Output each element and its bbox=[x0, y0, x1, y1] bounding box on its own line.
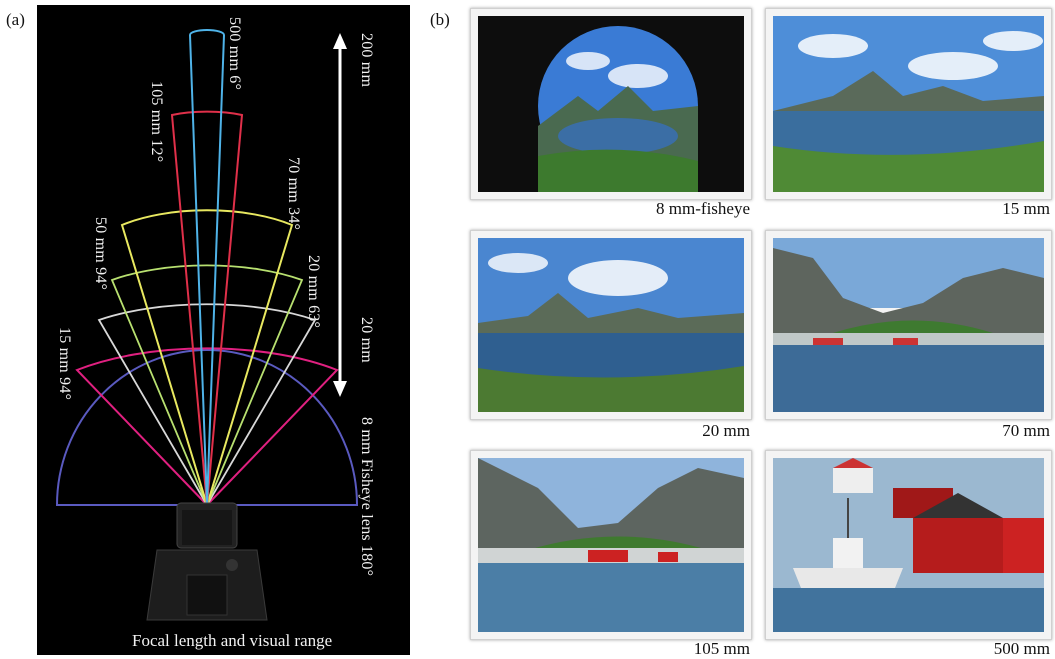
fov-15mm bbox=[75, 347, 339, 507]
photo-15mm bbox=[765, 8, 1052, 200]
caption-70mm: 70 mm bbox=[1002, 421, 1050, 440]
caption-15mm: 15 mm bbox=[1002, 199, 1050, 218]
caption-500mm: 500 mm bbox=[993, 639, 1050, 658]
panel-b-label: (b) bbox=[430, 10, 450, 29]
arrow-down-icon bbox=[333, 381, 347, 397]
caption-8mm-fisheye: 8 mm-fisheye bbox=[656, 199, 750, 218]
label-50mm: 50 mm 94° bbox=[92, 217, 109, 291]
photo-500mm bbox=[765, 450, 1052, 640]
label-500mm: 500 mm 6° bbox=[226, 17, 243, 91]
label-8mm-fisheye: 8 mm Fisheye lens 180° bbox=[358, 417, 375, 577]
caption-105mm: 105 mm bbox=[693, 639, 750, 658]
photo-70mm bbox=[765, 230, 1052, 420]
focal-length-diagram: 500 mm 6° 105 mm 12° 70 mm 34° 50 mm 94°… bbox=[37, 5, 410, 655]
panel-a-label: (a) bbox=[6, 10, 25, 29]
photo-105mm bbox=[470, 450, 752, 640]
photo-8mm-fisheye bbox=[470, 8, 752, 200]
label-105mm: 105 mm 12° bbox=[148, 81, 165, 163]
fov-500mm bbox=[188, 29, 226, 506]
fov-50mm bbox=[110, 264, 304, 508]
arrow-up-icon bbox=[333, 33, 347, 49]
arrow-label-20mm: 20 mm bbox=[358, 317, 375, 363]
fov-105mm bbox=[170, 110, 244, 506]
label-70mm: 70 mm 34° bbox=[285, 157, 302, 231]
label-20mm: 20 mm 63° bbox=[305, 255, 322, 329]
photo-20mm bbox=[470, 230, 752, 420]
camera-icon bbox=[146, 502, 268, 621]
field-of-view-diagram bbox=[55, 29, 359, 621]
arrow-label-200mm: 200 mm bbox=[358, 33, 375, 88]
caption-20mm: 20 mm bbox=[702, 421, 750, 440]
fov-70mm bbox=[120, 209, 294, 509]
label-15mm: 15 mm 94° bbox=[56, 327, 73, 401]
panel-a-caption: Focal length and visual range bbox=[132, 631, 333, 650]
fov-20mm bbox=[97, 303, 317, 507]
